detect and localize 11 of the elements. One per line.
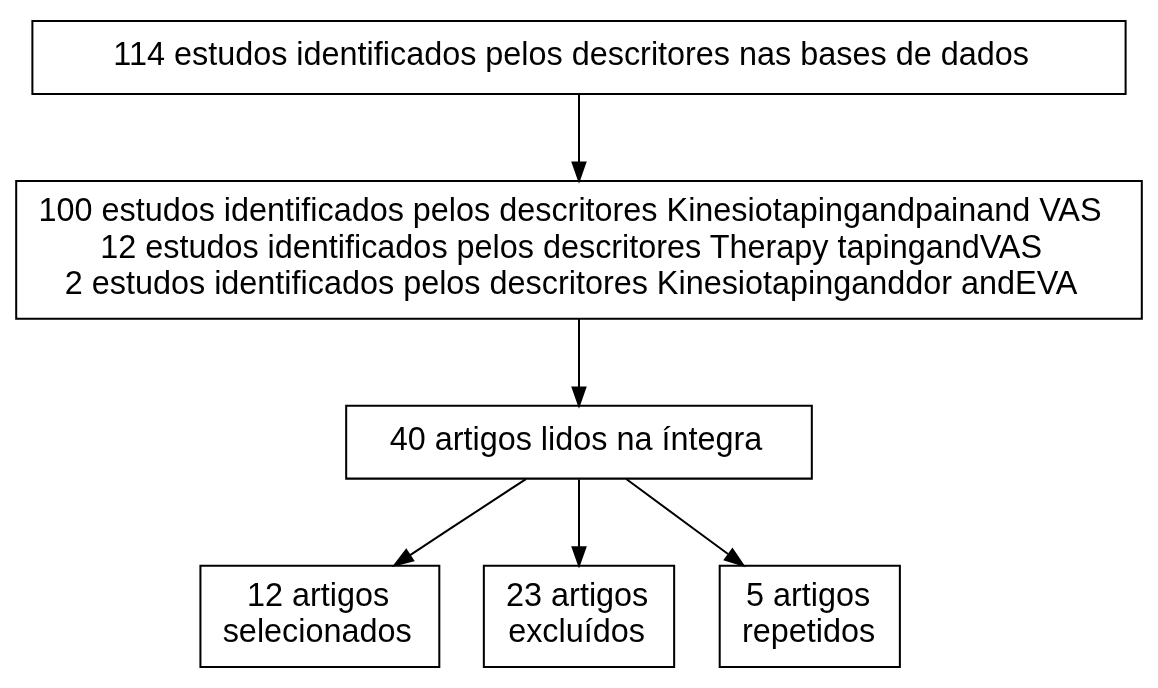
node-box: 23 artigos excluídos	[482, 564, 676, 668]
node-box: 114 estudos identificados pelos descritores nas bases de dados	[31, 20, 1127, 95]
arrow	[571, 318, 587, 409]
node-box: 5 artigos repetidos	[718, 564, 901, 668]
node-box: 100 estudos identificados pelos descritores Kinesiotapingandpainand VAS 12 estudos identificados pelos descritores Therapy tapingandVAS 2 estudos identificados pelos descritores Kinesiotapinganddor andEVA	[15, 180, 1143, 320]
arrow	[625, 478, 746, 568]
node-box: 40 artigos lidos na íntegra	[345, 404, 813, 480]
arrow	[391, 478, 527, 567]
arrow	[571, 94, 587, 184]
arrow	[571, 479, 587, 569]
node-box: 12 artigos selecionados	[199, 564, 441, 668]
